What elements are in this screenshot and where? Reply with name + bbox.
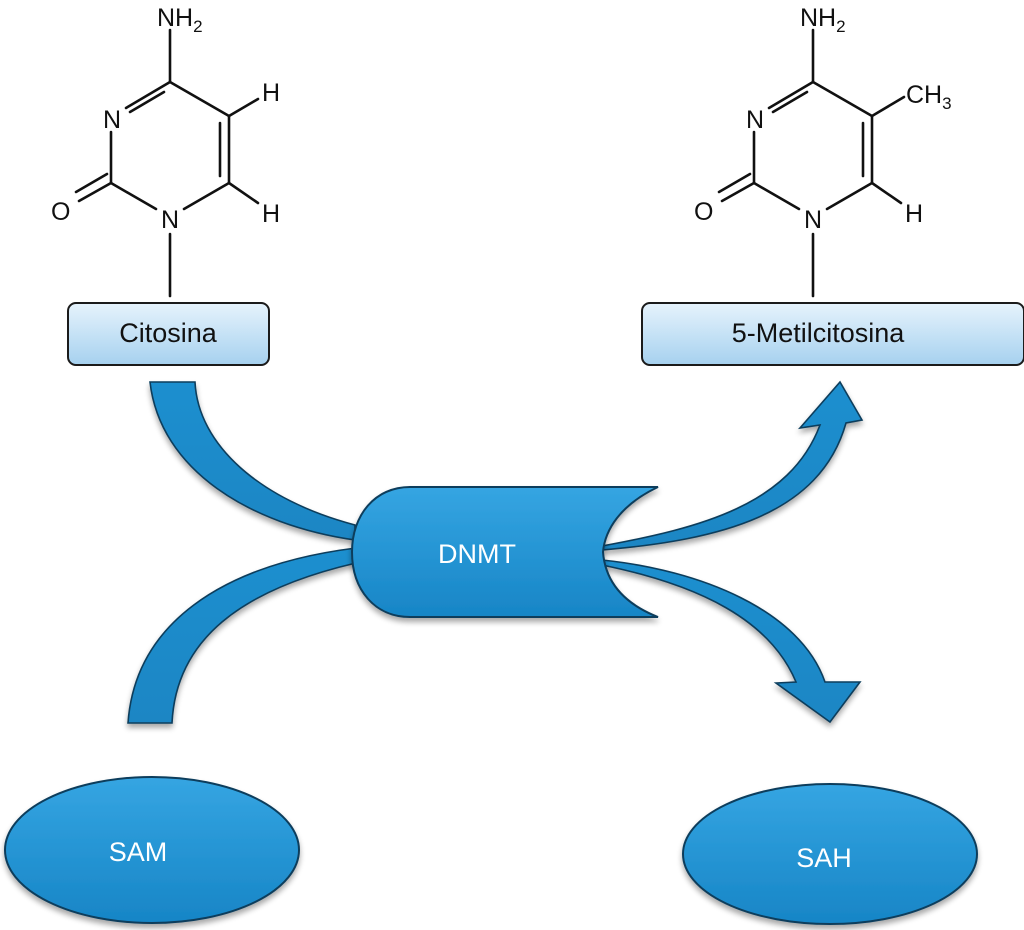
sah-label: SAH: [796, 843, 852, 873]
atom-n1: N: [804, 206, 822, 234]
cytosine-label: Citosina: [119, 318, 218, 348]
arrow-sam-to-dnmt: [127, 547, 357, 724]
atom-n3: N: [103, 106, 121, 134]
cytosine-label-box: Citosina: [67, 302, 270, 366]
bond-c4-n3: [124, 80, 172, 110]
bond-c2-o-double: [717, 172, 752, 194]
bond-c4-n3-double: [128, 90, 166, 114]
methylcytosine-label-box: 5-Metilcitosina: [641, 302, 1024, 366]
atom-h6: H: [905, 200, 923, 228]
cytosine-structure: NH2 N N O H H: [51, 4, 280, 298]
bond-c6-n1: [182, 181, 231, 211]
atom-o: O: [51, 198, 70, 226]
bond-n1-c2: [752, 181, 801, 211]
atom-n1: N: [161, 206, 179, 234]
methylcytosine-structure: NH2 N N O CH3 H: [694, 4, 952, 298]
bond-c2-o-double: [74, 172, 109, 194]
atom-o: O: [694, 198, 713, 226]
bond-c6-h: [870, 181, 903, 205]
bond-c2-o: [77, 181, 113, 203]
bond-c4-c5: [811, 80, 874, 118]
bond-c5-ch3: [870, 95, 906, 118]
bond-c4-c5: [168, 80, 231, 118]
sah-node: [682, 783, 978, 925]
atom-ch3: CH3: [906, 81, 952, 113]
dnmt-label: DNMT: [438, 539, 516, 569]
bond-n1-c2: [109, 181, 158, 211]
bond-c5-h: [227, 97, 260, 118]
bond-c6-n1: [825, 181, 874, 211]
arrow-cytosine-to-dnmt: [149, 381, 356, 541]
atom-nh2: NH2: [157, 4, 203, 36]
bond-c6-h: [227, 181, 260, 205]
bond-c4-n3: [767, 80, 815, 110]
atom-nh2: NH2: [800, 4, 846, 36]
atom-h5: H: [262, 79, 280, 107]
sam-label: SAM: [109, 837, 168, 867]
sam-node: [4, 776, 300, 924]
arrow-dnmt-to-sah: [601, 559, 862, 724]
atom-h6: H: [262, 200, 280, 228]
bond-c4-n3-double: [771, 90, 809, 114]
atom-n3: N: [746, 106, 764, 134]
arrow-dnmt-to-methylcytosine: [601, 380, 864, 551]
dnmt-node: [350, 486, 659, 618]
bond-c2-o: [720, 181, 756, 203]
methylcytosine-label: 5-Metilcitosina: [732, 318, 906, 348]
